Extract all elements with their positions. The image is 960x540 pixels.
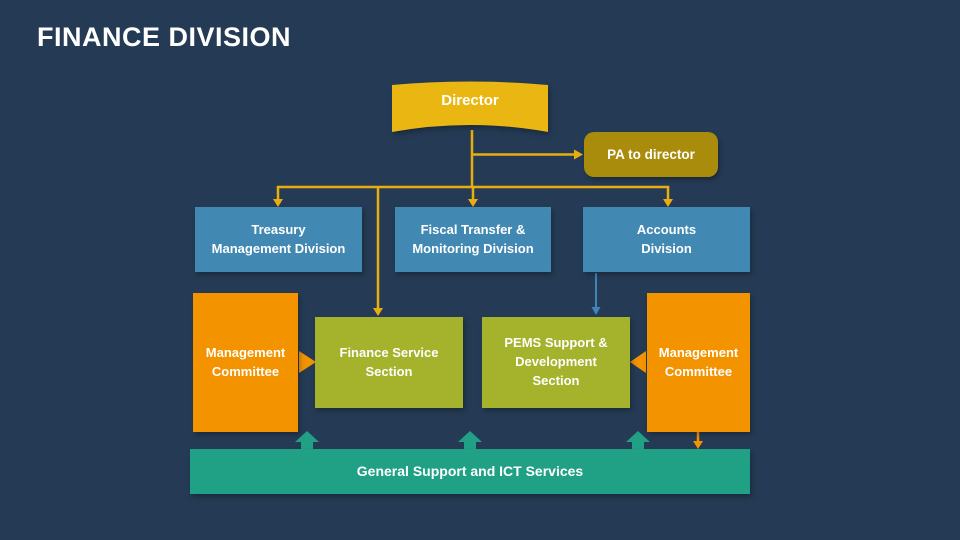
arrow-down-icon: [693, 441, 703, 449]
node-director: Director: [392, 78, 548, 132]
arrow-left-icon: [630, 351, 646, 373]
arrow-down-icon: [373, 308, 383, 316]
node-label: Management Committee: [205, 344, 286, 379]
node-fiscal-transfer-monitoring-division: Fiscal Transfer & Monitoring Division: [395, 207, 551, 272]
node-label: General Support and ICT Services: [356, 463, 584, 480]
blue-connector: [591, 273, 601, 315]
arrow-down-icon: [591, 307, 601, 315]
arrow-down-icon: [663, 199, 673, 207]
node-label: Treasury Management Division: [211, 221, 346, 256]
node-label: Director: [441, 91, 499, 109]
wave-shape: [392, 81, 548, 132]
node-management-committee-right: Management Committee: [647, 293, 750, 432]
arrow-down-icon: [468, 199, 478, 207]
up-arrow-icon: [458, 431, 482, 450]
node-general-support-ict-services: General Support and ICT Services: [190, 449, 750, 494]
node-accounts-division: Accounts Division: [583, 207, 750, 272]
arrow-down-icon: [273, 199, 283, 207]
node-label: PEMS Support & Development Section: [504, 335, 608, 388]
node-label: Management Committee: [658, 344, 739, 379]
up-arrow-icon: [295, 431, 319, 450]
node-label: Fiscal Transfer & Monitoring Division: [412, 221, 534, 256]
teal-connectors: [295, 431, 650, 450]
node-pems-support-development-section: PEMS Support & Development Section: [482, 317, 630, 408]
node-label: Accounts Division: [636, 221, 697, 256]
node-finance-service-section: Finance Service Section: [315, 317, 463, 408]
node-management-committee-left: Management Committee: [193, 293, 298, 432]
node-treasury-management-division: Treasury Management Division: [195, 207, 362, 272]
node-pa-to-director: PA to director: [584, 132, 718, 177]
yellow-connectors: [273, 130, 673, 316]
node-label: Finance Service Section: [339, 344, 439, 379]
orange-connectors: [299, 351, 703, 449]
up-arrow-icon: [626, 431, 650, 450]
page-title: FINANCE DIVISION: [37, 22, 292, 52]
arrow-right-icon: [574, 149, 583, 160]
arrow-right-icon: [299, 351, 316, 373]
node-label: PA to director: [607, 146, 695, 162]
